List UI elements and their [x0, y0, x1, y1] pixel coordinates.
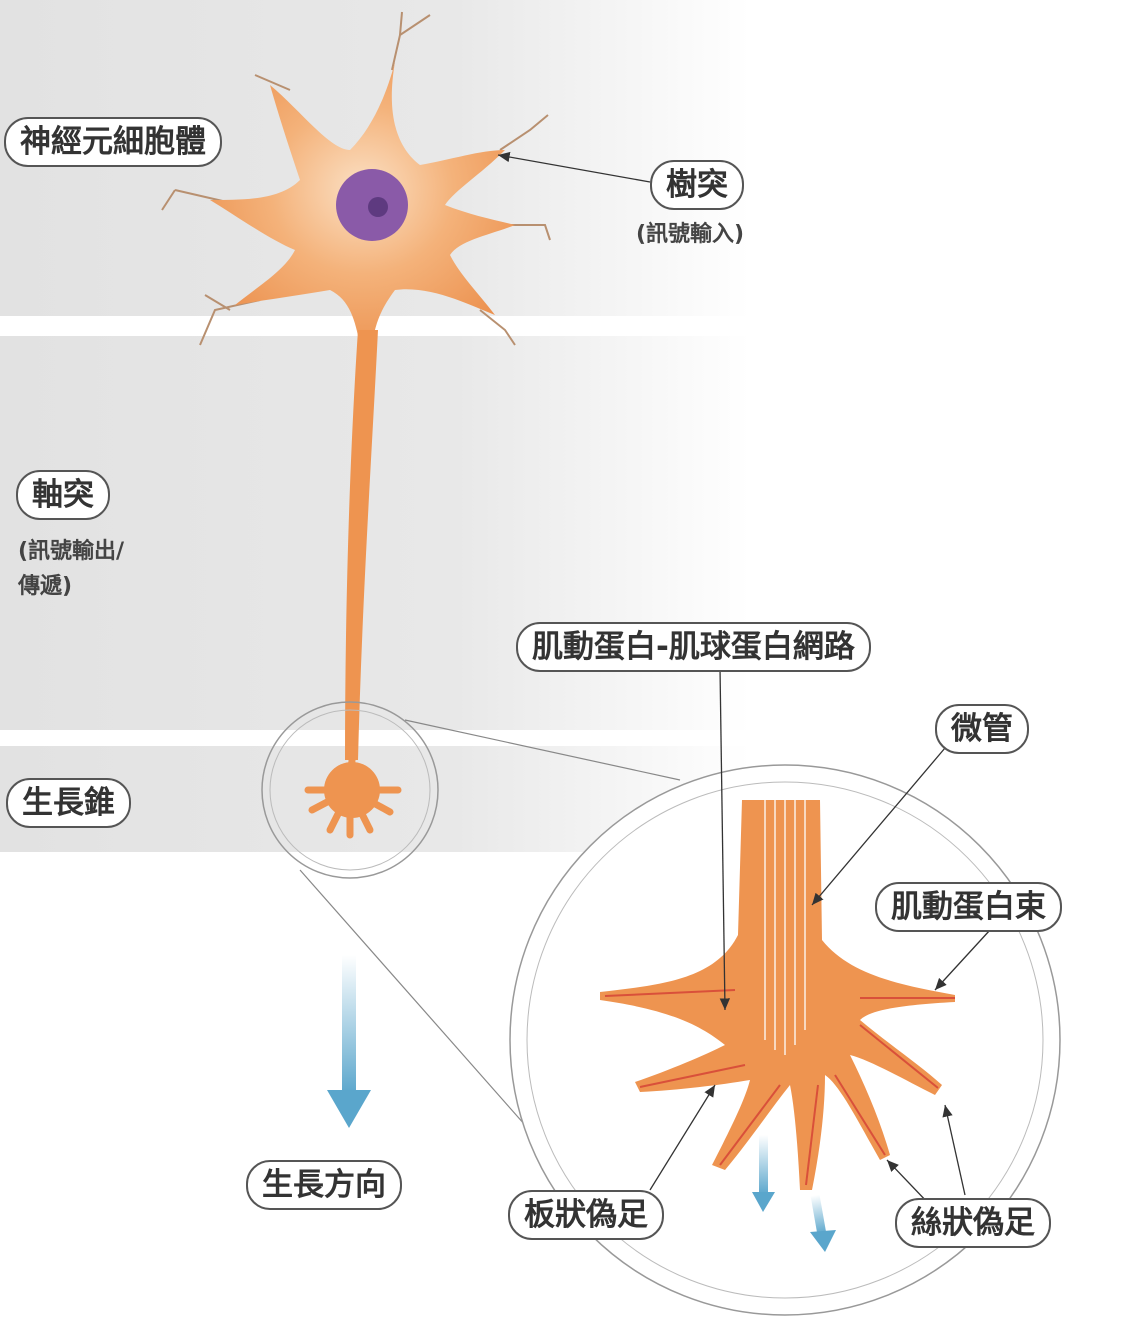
label-dendrite: 樹突: [650, 160, 744, 210]
large-growth-cone: [600, 800, 955, 1190]
label-microtubule: 微管: [935, 704, 1029, 754]
label-cell-body: 神經元細胞體: [4, 117, 222, 167]
label-filopodia: 絲狀偽足: [895, 1198, 1051, 1248]
axon-note-2: 傳遞): [18, 574, 73, 599]
axon-note-1: (訊號輸出/: [18, 539, 125, 564]
label-growth-direction: 生長方向: [246, 1160, 402, 1210]
dendrite-note: (訊號輸入): [636, 222, 745, 247]
growth-direction-arrow: [327, 955, 371, 1128]
label-lamellipodia: 板狀偽足: [508, 1190, 664, 1240]
nucleolus: [368, 197, 388, 217]
dendrite-branches: [161, 11, 551, 346]
label-axon: 軸突: [16, 470, 110, 520]
small-arrows: [752, 1135, 836, 1252]
label-actomyosin: 肌動蛋白-肌球蛋白網路: [516, 622, 871, 672]
zoom-circle-small: [261, 701, 439, 879]
axon: [345, 330, 378, 760]
label-actin-bundle: 肌動蛋白束: [875, 882, 1062, 932]
label-growth-cone: 生長錐: [6, 778, 131, 828]
